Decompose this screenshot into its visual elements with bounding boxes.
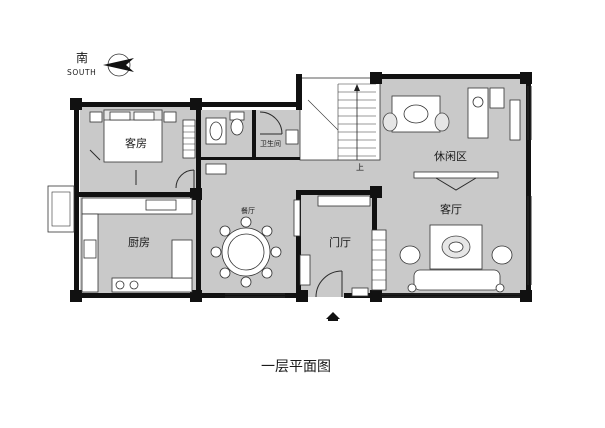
label-bathroom: 卫生间 bbox=[260, 139, 281, 148]
foyer-cabinet bbox=[299, 195, 387, 297]
foyer-floor bbox=[300, 195, 378, 297]
plan-caption: 一层平面图 bbox=[261, 359, 331, 375]
label-living: 客厅 bbox=[440, 202, 462, 216]
bay-window bbox=[47, 185, 75, 233]
label-stair-up: 上 bbox=[356, 163, 364, 172]
entrance-door bbox=[315, 270, 343, 298]
dining-sideboard bbox=[205, 163, 301, 237]
compass-south-en: SOUTH bbox=[67, 68, 96, 77]
guest-bed bbox=[89, 109, 177, 163]
right-windows bbox=[527, 86, 532, 285]
bottom-windows bbox=[225, 293, 520, 298]
staircase bbox=[299, 77, 381, 161]
compass-south-cn: 南 bbox=[76, 50, 88, 65]
label-dining: 餐厅 bbox=[241, 206, 255, 215]
north-arrow-icon bbox=[103, 53, 134, 77]
guest-room-hints bbox=[89, 149, 137, 185]
guest-room-door bbox=[175, 169, 195, 189]
lounge-furniture bbox=[382, 87, 521, 141]
sofa-set bbox=[399, 224, 513, 293]
dining-table bbox=[210, 216, 282, 288]
entrance-arrow-icon bbox=[326, 312, 340, 321]
compass: 南 SOUTH bbox=[67, 50, 134, 77]
guest-room-wardrobe bbox=[182, 119, 196, 159]
label-kitchen: 厨房 bbox=[128, 236, 150, 249]
walls bbox=[70, 72, 532, 302]
kitchen-counters bbox=[81, 197, 193, 293]
bathroom-fixtures bbox=[205, 111, 299, 145]
tv-console bbox=[413, 171, 499, 191]
label-guest-room: 客房 bbox=[125, 136, 147, 150]
label-foyer: 门厅 bbox=[329, 235, 351, 249]
label-lounge: 休闲区 bbox=[434, 149, 467, 163]
